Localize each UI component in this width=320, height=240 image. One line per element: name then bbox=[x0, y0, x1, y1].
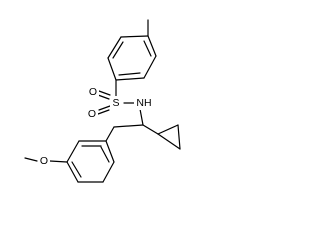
methoxy-oxygen-label: O bbox=[40, 155, 48, 167]
ch-to-cyclopropyl-bond bbox=[142, 124, 159, 135]
anisyl-ring bbox=[66, 126, 115, 183]
cyclopropyl-ring bbox=[157, 124, 181, 150]
tolyl-ring bbox=[107, 35, 157, 81]
sulfonyl-double-bond-top bbox=[98, 90, 111, 96]
sulfur-label: S bbox=[112, 97, 119, 109]
methoxy-methyl-bond bbox=[24, 157, 38, 162]
molecule-svg: S O O NH O bbox=[24, 19, 181, 183]
ring-to-methoxy-bond bbox=[49, 160, 68, 163]
atom-labels: S O O NH O bbox=[38, 86, 154, 168]
bonds bbox=[24, 19, 181, 183]
ch-to-anisyl-bond bbox=[113, 124, 144, 128]
nitrogen-label: NH bbox=[136, 97, 151, 109]
oxygen-top-label: O bbox=[89, 86, 97, 98]
nitrogen-to-ch-bond bbox=[139, 108, 144, 126]
structure-diagram: S O O NH O bbox=[24, 19, 181, 183]
sulfonyl-double-bond-bottom bbox=[98, 105, 111, 111]
oxygen-bottom-label: O bbox=[88, 108, 96, 120]
